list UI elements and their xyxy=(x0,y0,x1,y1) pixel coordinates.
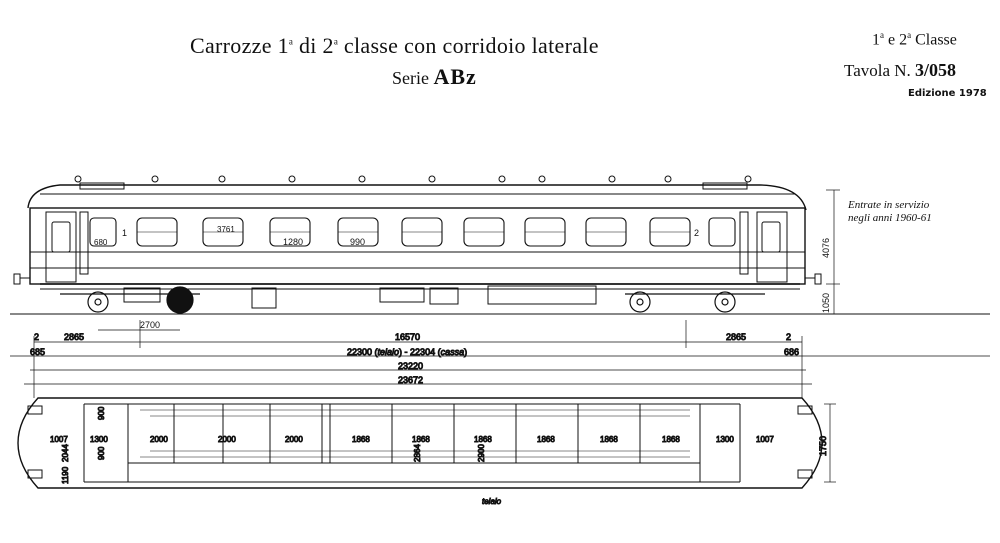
class-mark: 1 xyxy=(122,228,127,238)
drawing-title: Carrozze 1a di 2a classe con corridoio l… xyxy=(190,33,599,58)
plan-view xyxy=(17,397,836,489)
compartment-dim: 1007 xyxy=(50,435,68,444)
floor-dim: 1050 xyxy=(821,293,831,313)
small-dim: 900 xyxy=(97,406,106,420)
window-mark: 680 xyxy=(94,238,108,247)
side-view: 680 1 3761 1280 990 2 4076 1050 2700 xyxy=(10,175,990,331)
dim-685: 685 xyxy=(30,347,45,357)
window-mark: 990 xyxy=(350,237,365,247)
compartment-dim: 1300 xyxy=(90,435,108,444)
dim-22300-label: 22300 (telaio) - 22304 (cassa) xyxy=(347,347,467,357)
compartment-dim: 2000 xyxy=(218,435,236,444)
dim-23672: 23672 xyxy=(398,375,423,385)
window-mark: 3761 xyxy=(217,225,235,234)
small-dim: 1190 xyxy=(61,466,70,484)
bogie-pitch-dim: 2700 xyxy=(140,320,160,330)
dim-2865-left: 2865 xyxy=(64,332,84,342)
length-dimensions xyxy=(10,320,990,398)
compartment-dim: 1868 xyxy=(352,435,370,444)
dim-edge-left: 2 xyxy=(34,332,39,342)
edition-label: Edizione 1978 xyxy=(908,88,987,99)
compartment-dim: 1868 xyxy=(474,435,492,444)
compartment-dim: 1868 xyxy=(412,435,430,444)
compartment-dim: 1868 xyxy=(537,435,555,444)
width-dim: 1750 xyxy=(818,436,828,456)
class-mark: 2 xyxy=(694,228,699,238)
compartment-dim: 2000 xyxy=(285,435,303,444)
series-label: Serie ABz xyxy=(392,64,477,89)
compartment-dim: 1300 xyxy=(716,435,734,444)
compartment-dim: 1868 xyxy=(600,435,618,444)
dim-16570: 16570 xyxy=(395,332,420,342)
service-note: Entrate in servizio negli anni 1960-61 xyxy=(848,199,932,224)
dim-686: 686 xyxy=(784,347,799,357)
dim-edge-right: 2 xyxy=(786,332,791,342)
frame-label: telaio xyxy=(482,497,502,506)
compartment-dim: 2000 xyxy=(150,435,168,444)
height-dim: 4076 xyxy=(821,238,831,258)
class-label: 1a e 2a Classe xyxy=(872,30,957,49)
plate-number: Tavola N. 3/058 xyxy=(844,60,957,80)
compartment-dim: 1868 xyxy=(662,435,680,444)
small-dim: 2900 xyxy=(477,444,486,462)
compartment-dim: 1007 xyxy=(756,435,774,444)
window-mark: 1280 xyxy=(283,237,303,247)
small-dim: 2864 xyxy=(413,444,422,462)
small-dim: 2044 xyxy=(61,444,70,462)
small-dim: 900 xyxy=(97,446,106,460)
dim-2865-right: 2865 xyxy=(726,332,746,342)
dim-23220: 23220 xyxy=(398,361,423,371)
